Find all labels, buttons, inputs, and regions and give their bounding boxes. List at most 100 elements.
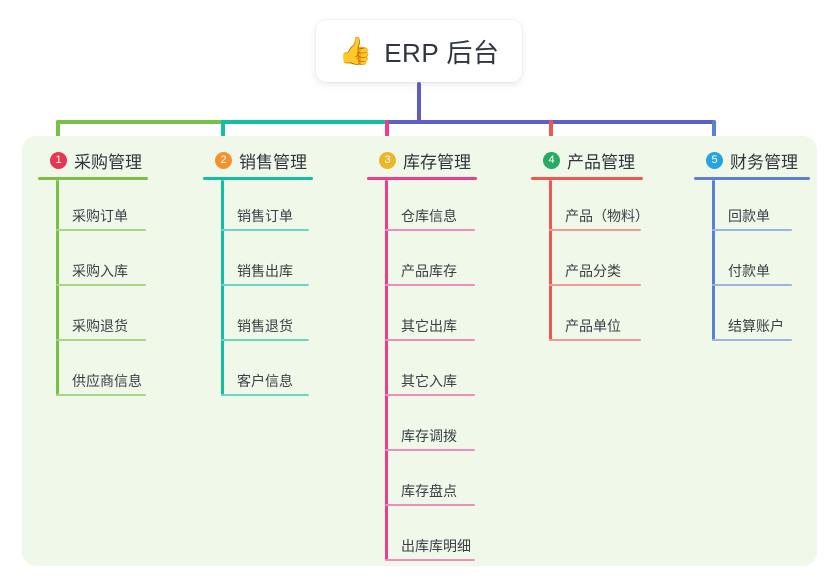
branch-leaf[interactable]: 产品库存 [367, 235, 515, 290]
branch-header-rule [203, 177, 313, 180]
branch-leaf[interactable]: 仓库信息 [367, 180, 515, 235]
branch-leaf-label: 销售退货 [237, 318, 293, 334]
branch-leaf[interactable]: 客户信息 [203, 345, 351, 400]
branch-leaf-rule [385, 559, 475, 561]
branch-leaf-rule [549, 339, 641, 341]
branch-body-3: 仓库信息产品库存其它出库其它入库库存调拨库存盘点出库库明细 [367, 180, 515, 565]
branch-drop-4 [549, 120, 553, 146]
branch-leaf-rule [56, 394, 146, 396]
branch-title: 产品管理 [567, 152, 635, 172]
branch-leaf-rule [385, 284, 475, 286]
branch-leaf[interactable]: 产品分类 [531, 235, 679, 290]
branch-leaf-label: 供应商信息 [72, 373, 142, 389]
branch-leaf-label: 销售订单 [237, 208, 293, 224]
branch-leaf-label: 结算账户 [728, 318, 784, 334]
branch-leaf-rule [712, 284, 792, 286]
branch-body-5: 回款单付款单结算账户 [694, 180, 839, 345]
branch-leaf-rule [221, 339, 309, 341]
branch-spine [385, 180, 388, 561]
branch-leaf-label: 采购入库 [72, 263, 128, 279]
branch-leaf-label: 付款单 [728, 263, 770, 279]
branch-leaf-rule [712, 229, 792, 231]
branch-leaf[interactable]: 供应商信息 [38, 345, 186, 400]
branch-leaf-label: 销售出库 [237, 263, 293, 279]
branch-leaf[interactable]: 产品（物料） [531, 180, 679, 235]
branch-leaf-label: 采购订单 [72, 208, 128, 224]
branch-leaf-label: 产品库存 [401, 263, 457, 279]
branch-spine [549, 180, 552, 341]
branch-leaf[interactable]: 采购订单 [38, 180, 186, 235]
branch-leaf-rule [56, 339, 146, 341]
branch-leaf[interactable]: 库存盘点 [367, 455, 515, 510]
branch-leaf-rule [385, 449, 475, 451]
branch-leaf-rule [549, 229, 641, 231]
branch-title: 采购管理 [74, 152, 142, 172]
branch-body-1: 采购订单采购入库采购退货供应商信息 [38, 180, 186, 400]
branch-leaf-rule [712, 339, 792, 341]
branch-header-rule [694, 177, 810, 180]
branch-leaf[interactable]: 其它入库 [367, 345, 515, 400]
branch-header-5[interactable]: 5 财务管理 [694, 148, 839, 172]
branch-leaf[interactable]: 结算账户 [694, 290, 839, 345]
branch-leaf-rule [56, 229, 146, 231]
bus-segment-green [56, 120, 225, 124]
branch-spine [221, 180, 224, 396]
branch-number-badge: 1 [50, 151, 67, 169]
branch-number-badge: 3 [379, 151, 396, 169]
branch-body-2: 销售订单销售出库销售退货客户信息 [203, 180, 351, 400]
branch-leaf[interactable]: 销售退货 [203, 290, 351, 345]
branch-header-rule [531, 177, 643, 180]
root-node[interactable]: 👍 ERP 后台 [316, 20, 522, 82]
branch-leaf-label: 其它入库 [401, 373, 457, 389]
branch-title: 财务管理 [730, 152, 798, 172]
branch-leaf[interactable]: 产品单位 [531, 290, 679, 345]
branch-spine [712, 180, 715, 341]
branch-leaf[interactable]: 采购退货 [38, 290, 186, 345]
branch-leaf-label: 其它出库 [401, 318, 457, 334]
branch-leaf-rule [56, 284, 146, 286]
branch-drop-2 [221, 120, 225, 146]
branch-leaf[interactable]: 其它出库 [367, 290, 515, 345]
branch-leaf-label: 出库库明细 [401, 538, 471, 554]
branch-leaf-label: 回款单 [728, 208, 770, 224]
branch-leaf[interactable]: 库存调拨 [367, 400, 515, 455]
branch-drop-3 [385, 120, 389, 146]
branch-leaf-label: 库存盘点 [401, 483, 457, 499]
branch-column-1[interactable]: 1 采购管理采购订单采购入库采购退货供应商信息 [38, 148, 186, 400]
branch-leaf-rule [385, 339, 475, 341]
branch-title: 库存管理 [403, 152, 471, 172]
branch-leaf-label: 客户信息 [237, 373, 293, 389]
branch-leaf[interactable]: 付款单 [694, 235, 839, 290]
branch-spine [56, 180, 59, 396]
branch-number-badge: 5 [706, 151, 723, 169]
branch-leaf[interactable]: 采购入库 [38, 235, 186, 290]
branch-leaf-label: 仓库信息 [401, 208, 457, 224]
branch-header-1[interactable]: 1 采购管理 [38, 148, 186, 172]
root-stem [417, 82, 421, 124]
branch-leaf[interactable]: 销售订单 [203, 180, 351, 235]
branch-leaf-rule [385, 504, 475, 506]
root-title: ERP 后台 [384, 37, 500, 68]
branch-leaf[interactable]: 回款单 [694, 180, 839, 235]
branch-header-3[interactable]: 3 库存管理 [367, 148, 515, 172]
branch-leaf-rule [221, 284, 309, 286]
branch-leaf-label: 产品分类 [565, 263, 621, 279]
branch-leaf[interactable]: 出库库明细 [367, 510, 515, 565]
branch-drop-5 [712, 120, 716, 146]
bus-segment-teal [221, 120, 389, 124]
thumbs-up-icon: 👍 [338, 35, 373, 67]
branch-leaf-rule [221, 394, 309, 396]
branch-column-5[interactable]: 5 财务管理回款单付款单结算账户 [694, 148, 839, 345]
branch-leaf-rule [385, 229, 475, 231]
branches-panel [22, 136, 817, 566]
branch-leaf[interactable]: 销售出库 [203, 235, 351, 290]
branch-header-rule [367, 177, 477, 180]
branch-leaf-rule [221, 229, 309, 231]
branch-leaf-label: 产品（物料） [565, 208, 649, 224]
branch-column-3[interactable]: 3 库存管理仓库信息产品库存其它出库其它入库库存调拨库存盘点出库库明细 [367, 148, 515, 565]
